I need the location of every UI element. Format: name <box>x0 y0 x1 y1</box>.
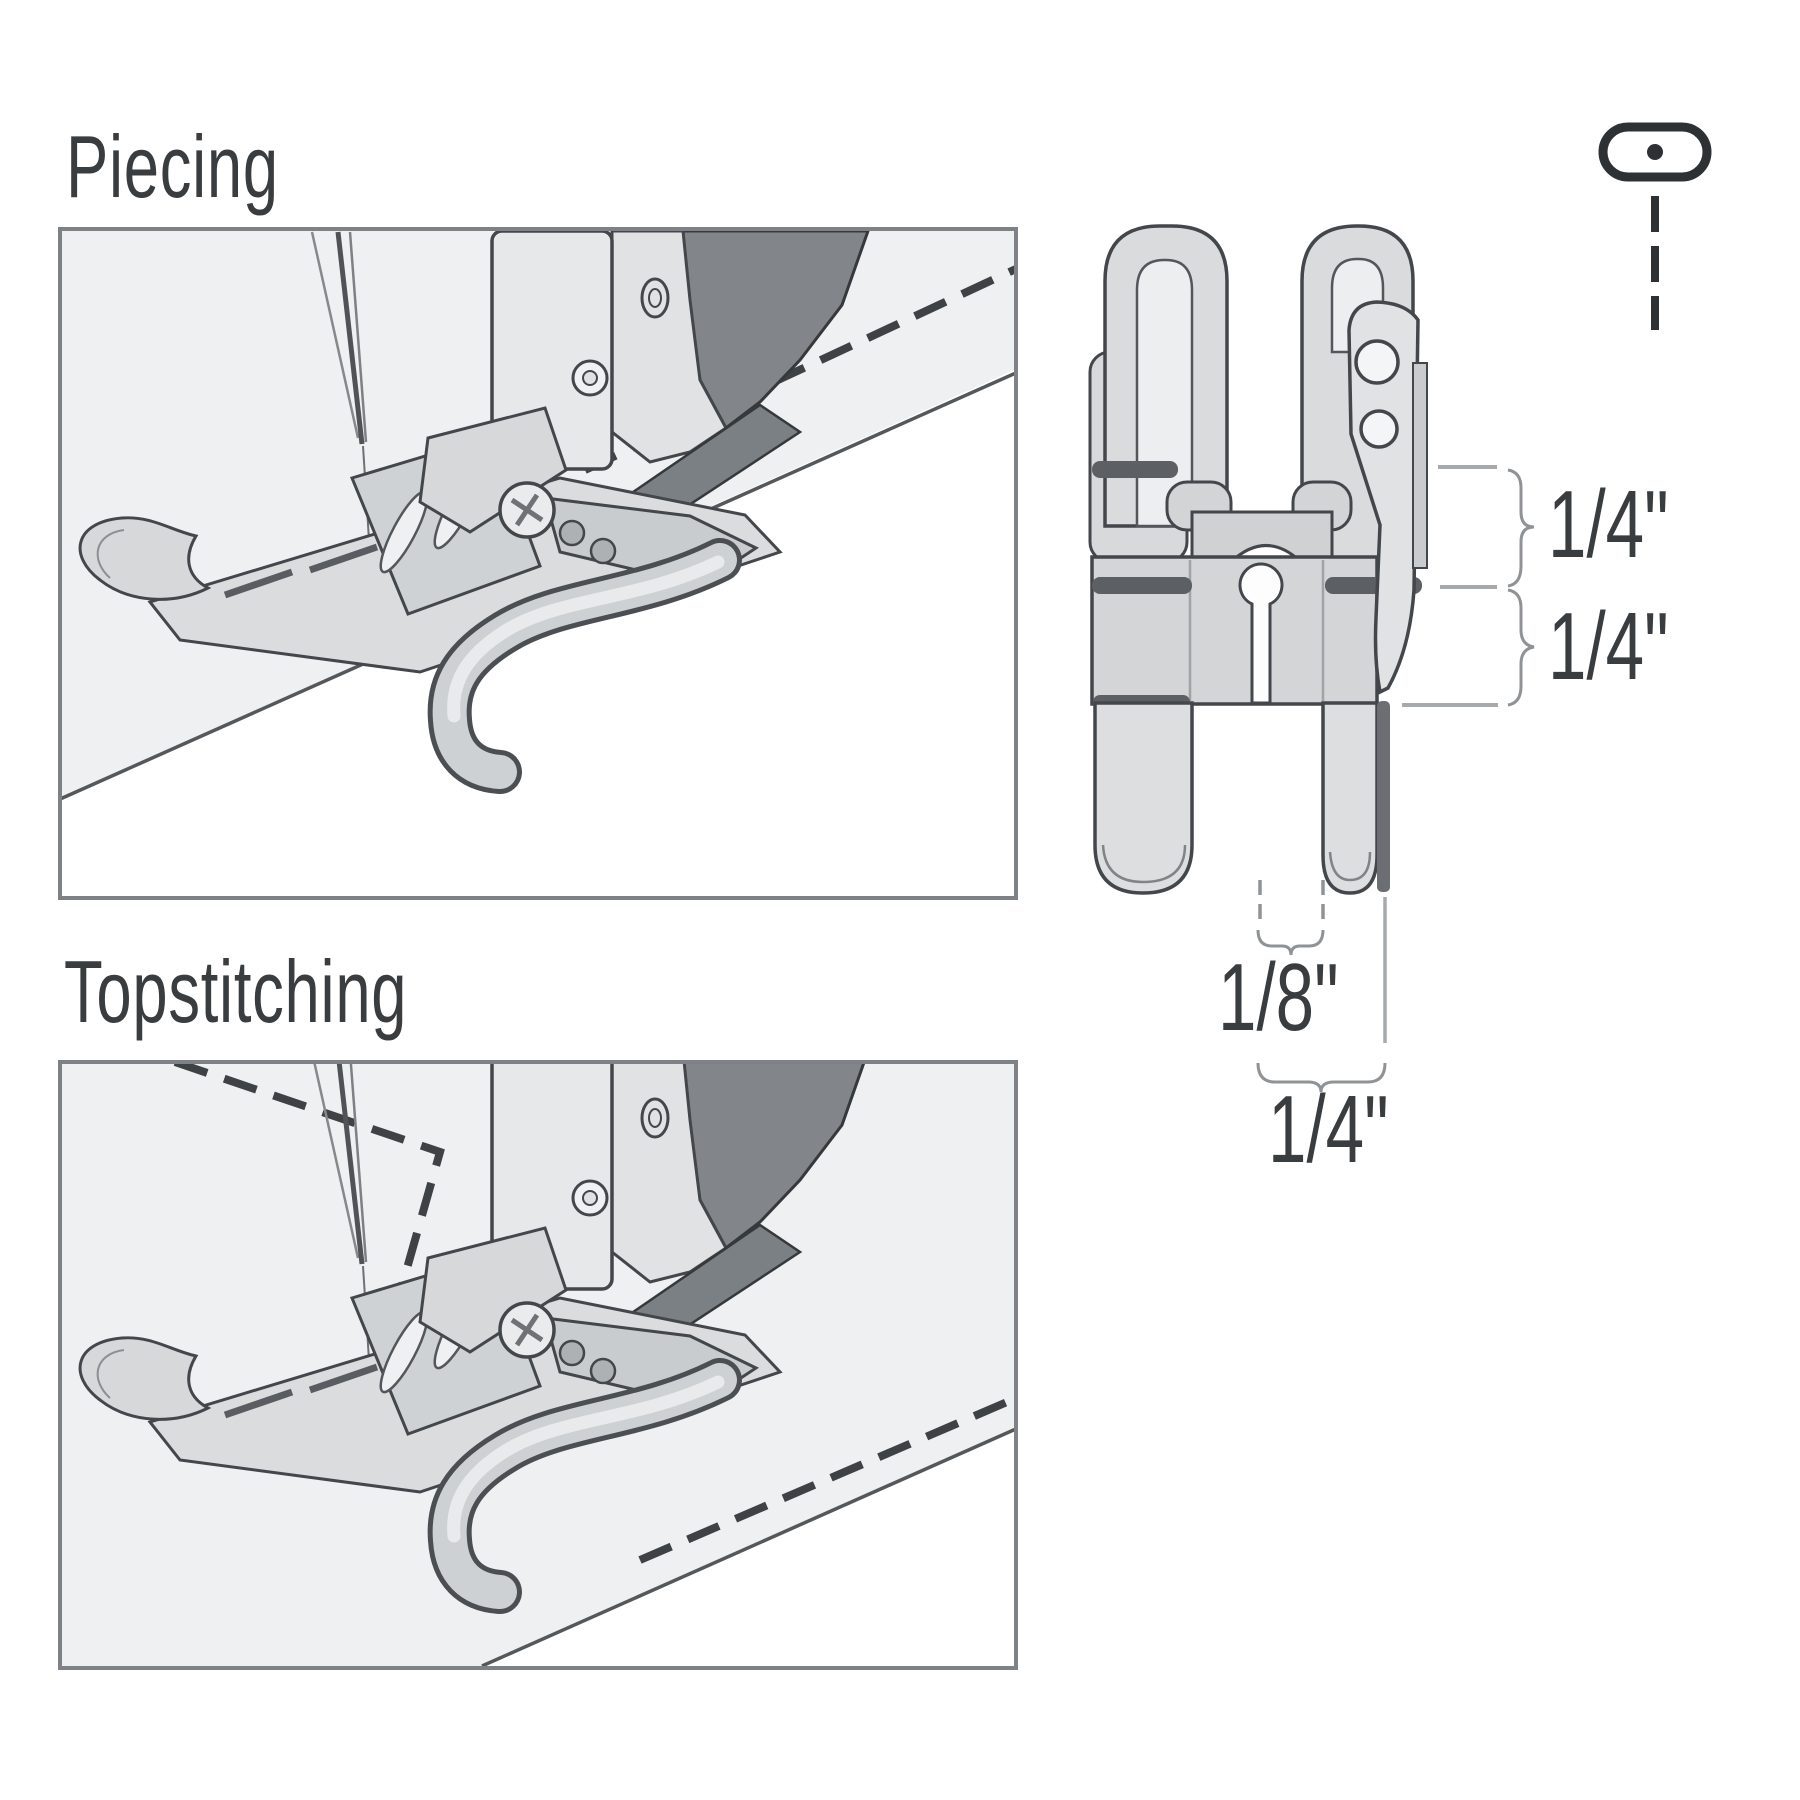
dimension-brace <box>1256 1062 1387 1093</box>
dimension-label-right-upper: 1/4" <box>1548 471 1669 578</box>
right-toe-guide-edge <box>1377 701 1390 892</box>
fabric-edge-line <box>481 1427 1014 1666</box>
guide-lever <box>1347 300 1420 695</box>
needle-hole <box>1238 562 1284 705</box>
topstitching-frame <box>58 1060 1018 1670</box>
stitch-dashed-line-upper <box>173 1064 445 1302</box>
section-label-topstitching: Topstitching <box>64 942 408 1041</box>
topstitching-panel <box>58 1060 1018 1670</box>
foot-front-view <box>1088 224 1428 895</box>
piecing-frame <box>58 227 1018 900</box>
dimension-brace <box>1507 468 1535 588</box>
right-toe <box>1321 701 1379 895</box>
dimension-graphics <box>1256 465 1535 1093</box>
stitch-dashed-line-lower <box>638 1395 1014 1564</box>
dimension-label-bottom-outer: 1/4" <box>1268 1076 1389 1183</box>
piecing-panel <box>58 227 1018 900</box>
dimension-label-right-lower: 1/4" <box>1548 593 1669 700</box>
dimension-label-bottom-inner: 1/8" <box>1218 944 1339 1051</box>
section-label-piecing: Piecing <box>66 117 279 216</box>
screw-icon <box>1598 122 1712 330</box>
left-toe <box>1093 701 1194 895</box>
dimension-brace <box>1507 588 1535 707</box>
dimension-brace <box>1256 929 1325 956</box>
